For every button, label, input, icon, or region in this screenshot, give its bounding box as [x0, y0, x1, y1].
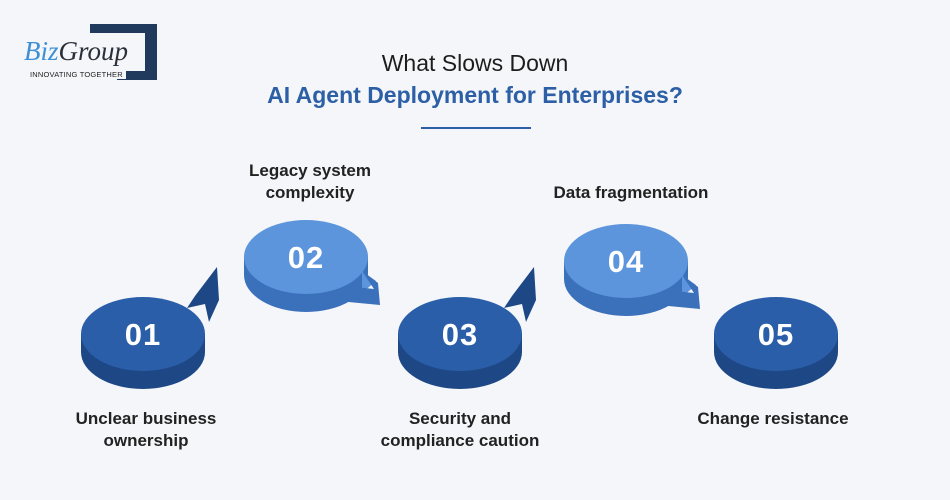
step-number: 02: [288, 240, 324, 275]
step-number: 05: [758, 317, 794, 352]
step-disk-05: 05: [714, 297, 838, 389]
step-label-04: Data fragmentation: [553, 183, 709, 202]
disk-top: [81, 297, 205, 371]
step-disk-03: 03: [398, 267, 536, 389]
logo-frame-bottom: [117, 71, 157, 80]
step-number: 03: [442, 317, 478, 352]
step-label-05: Change resistance: [697, 409, 849, 428]
step-number: 01: [125, 317, 161, 352]
step-disk-01: 01: [81, 267, 219, 389]
arrow-up-right-icon: [504, 267, 536, 322]
title-line-1: What Slows Down: [381, 50, 569, 76]
arrow-down-right-icon: [656, 275, 700, 309]
logo-tagline: INNOVATING TOGETHER: [30, 70, 126, 79]
logo-frame-side: [148, 24, 157, 80]
arrow-down-right-icon: [336, 271, 380, 305]
disk-top: [564, 224, 688, 298]
disk-top: [398, 297, 522, 371]
logo-wordmark: BizGroup: [24, 36, 131, 67]
disk-top: [714, 297, 838, 371]
arrow-up-right-icon: [187, 267, 219, 322]
bizgroup-logo: BizGroup INNOVATING TOGETHER: [22, 24, 158, 82]
title-line-2: AI Agent Deployment for Enterprises?: [267, 82, 683, 108]
arrow-tip: [682, 275, 696, 297]
step-disk-04: 04: [564, 224, 700, 316]
arrow-tip: [362, 271, 376, 293]
step-disk-02: 02: [244, 220, 380, 312]
step-number: 04: [608, 244, 644, 279]
title-underline: [421, 127, 531, 129]
disk-top: [244, 220, 368, 294]
